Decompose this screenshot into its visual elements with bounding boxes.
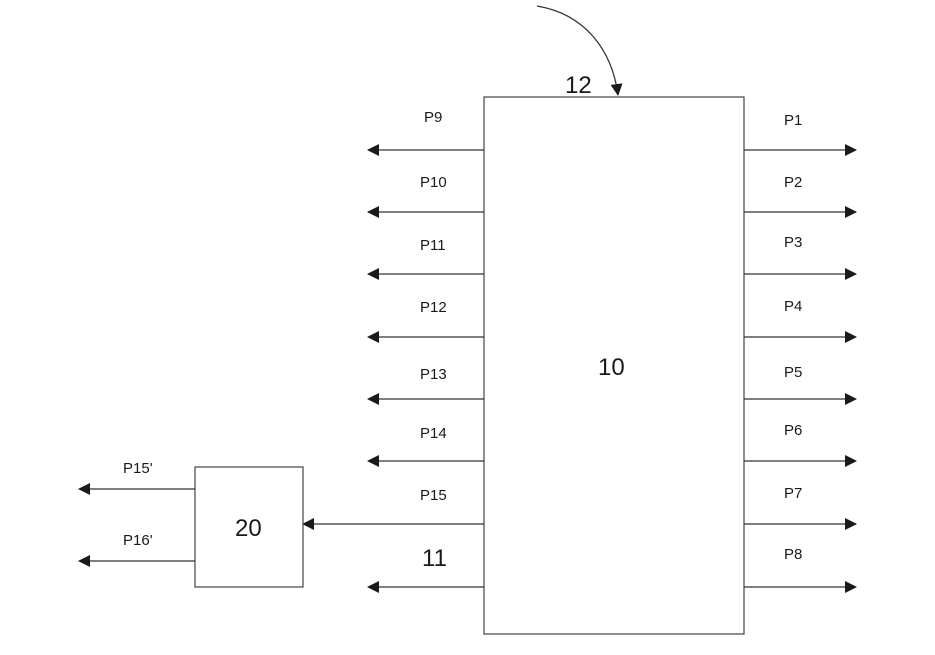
left-pin-label-p15: P15 [420, 487, 447, 504]
sub-block-label: 20 [235, 515, 262, 542]
right-pin-label-p7: P7 [784, 485, 802, 502]
right-pin-label-p8: P8 [784, 546, 802, 563]
right-pin-label-p3: P3 [784, 234, 802, 251]
right-pin-label-p5: P5 [784, 364, 802, 381]
main-block-label: 10 [598, 354, 625, 381]
left-pin-label-p10: P10 [420, 174, 447, 191]
right-pin-label-p1: P1 [784, 112, 802, 129]
right-pin-label-p6: P6 [784, 422, 802, 439]
feed-arrow [536, 5, 623, 96]
left-pins: P9 P10 P11 P12 P13 P14 P15 11 [302, 109, 484, 593]
feed-ref-label: 12 [565, 72, 592, 99]
left-pin-label-p13: P13 [420, 366, 447, 383]
sub-output-label-p16prime: P16' [123, 532, 153, 549]
left-pin-label-p12: P12 [420, 299, 447, 316]
sub-output-label-p15prime: P15' [123, 460, 153, 477]
sub-block-outputs: P15' P16' [78, 460, 195, 567]
right-pin-label-p2: P2 [784, 174, 802, 191]
main-block [483, 96, 745, 635]
left-pin-label-p9: P9 [424, 109, 442, 126]
left-pin-label-p11: P11 [420, 237, 446, 254]
right-pins: P1 P2 P3 P4 P5 P6 P7 P8 [744, 112, 857, 593]
right-pin-label-p4: P4 [784, 298, 802, 315]
sub-block [194, 466, 304, 588]
left-pin-label-11: 11 [422, 545, 447, 572]
left-pin-label-p14: P14 [420, 425, 447, 442]
